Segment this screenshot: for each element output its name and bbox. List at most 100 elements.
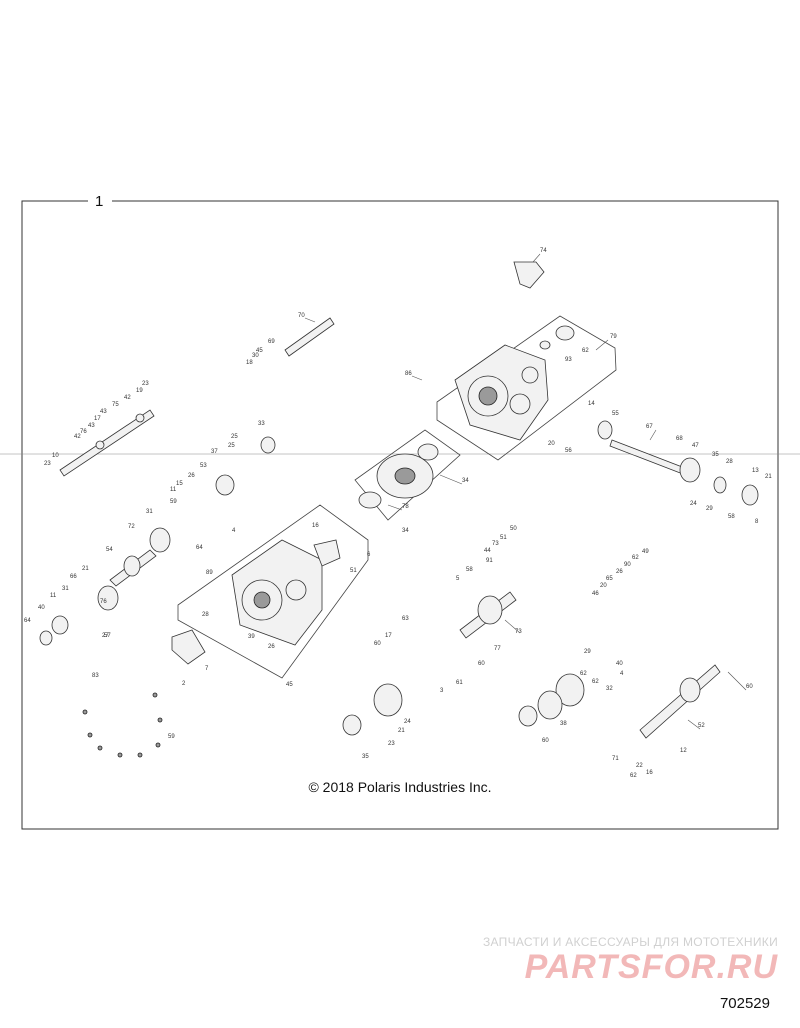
callout: 62 (580, 671, 587, 677)
callout: 50 (510, 526, 517, 532)
callout: 16 (312, 523, 319, 529)
callout: 28 (726, 459, 733, 465)
callout: 29 (706, 506, 713, 512)
callout: 4 (620, 671, 624, 677)
callout: 42 (124, 395, 131, 401)
callout: 26 (268, 644, 275, 650)
callout: 77 (494, 646, 501, 652)
callout: 22 (636, 763, 643, 769)
callouts: 74 70 69 45 30 18 79 93 62 86 23 42 19 7… (24, 248, 772, 779)
callout: 33 (258, 421, 265, 427)
callout: 32 (606, 686, 613, 692)
callout: 24 (690, 501, 697, 507)
callout: 6 (367, 552, 371, 558)
callout: 37 (211, 449, 218, 455)
bearing-stack (39, 436, 276, 646)
callout: 40 (616, 661, 623, 667)
callout: 83 (92, 673, 99, 679)
output-shaft (609, 439, 701, 483)
mount-bracket (513, 261, 545, 289)
callout: 26 (616, 569, 623, 575)
callout: 43 (100, 409, 107, 415)
callout: 20 (600, 583, 607, 589)
callout: 73 (492, 541, 499, 547)
callout: 18 (246, 360, 253, 366)
watermark-logo: PARTSFOR.RU (525, 948, 779, 986)
callout: 74 (540, 248, 547, 254)
callout: 49 (642, 549, 649, 555)
callout: 60 (374, 641, 381, 647)
callout: 76 (80, 429, 87, 435)
callout: 68 (676, 436, 683, 442)
callout: 14 (588, 401, 595, 407)
callout: 46 (592, 591, 599, 597)
callout: 75 (112, 402, 119, 408)
callout: 25 (231, 434, 238, 440)
callout: 29 (584, 649, 591, 655)
callout: 2 (182, 681, 186, 687)
callout: 17 (385, 633, 392, 639)
callout: 3 (440, 688, 444, 694)
callout: 23 (388, 741, 395, 747)
callout: 90 (624, 562, 631, 568)
cover-plate (313, 539, 341, 567)
callout: 21 (398, 728, 405, 734)
selector-shaft (284, 317, 335, 357)
callout: 4 (232, 528, 236, 534)
callout: 23 (142, 381, 149, 387)
upper-transmission-housing (454, 344, 549, 441)
callout: 91 (486, 558, 493, 564)
callout: 38 (560, 721, 567, 727)
callout: 39 (248, 634, 255, 640)
washers-right (539, 325, 759, 506)
bolts-lower-left (82, 692, 163, 758)
callout: 70 (298, 313, 305, 319)
leader-lines (304, 253, 747, 730)
callout: 62 (592, 679, 599, 685)
callout: 15 (176, 481, 183, 487)
callout: 7 (205, 666, 209, 672)
callout: 62 (582, 348, 589, 354)
callout: 19 (136, 388, 143, 394)
callout: 31 (62, 586, 69, 592)
callout: 28 (202, 612, 209, 618)
callout: 66 (70, 574, 77, 580)
callout: 54 (106, 547, 113, 553)
callout: 35 (712, 452, 719, 458)
callout: 25 (228, 443, 235, 449)
assembly-frame (21, 200, 779, 830)
callout: 17 (94, 416, 101, 422)
callout: 60 (542, 738, 549, 744)
callout: 51 (350, 568, 357, 574)
callout: 21 (765, 474, 772, 480)
callout: 59 (168, 734, 175, 740)
callout: 43 (88, 423, 95, 429)
callout: 67 (646, 424, 653, 430)
lower-housing-group-box (177, 504, 369, 679)
callout: 21 (82, 566, 89, 572)
callout: 64 (196, 545, 203, 551)
callout: 35 (362, 754, 369, 760)
callout: 31 (146, 509, 153, 515)
callout: 62 (630, 773, 637, 779)
callout: 45 (286, 682, 293, 688)
callout: 69 (268, 339, 275, 345)
gear-cluster (518, 673, 585, 727)
callout: 60 (746, 684, 753, 690)
callout: 55 (612, 411, 619, 417)
callout: 8 (755, 519, 759, 525)
callout: 56 (565, 448, 572, 454)
callout: 16 (646, 770, 653, 776)
document-number: 702529 (720, 995, 770, 1012)
callout: 93 (565, 357, 572, 363)
callout: 72 (128, 524, 135, 530)
callout: 53 (200, 463, 207, 469)
upper-housing-group-box (436, 315, 617, 461)
callout: 42 (74, 434, 81, 440)
callout: 27 (102, 633, 109, 639)
input-shaft (109, 549, 157, 587)
callout: 44 (484, 548, 491, 554)
callout: 79 (610, 334, 617, 340)
callout: 12 (680, 748, 687, 754)
callout: 89 (206, 570, 213, 576)
